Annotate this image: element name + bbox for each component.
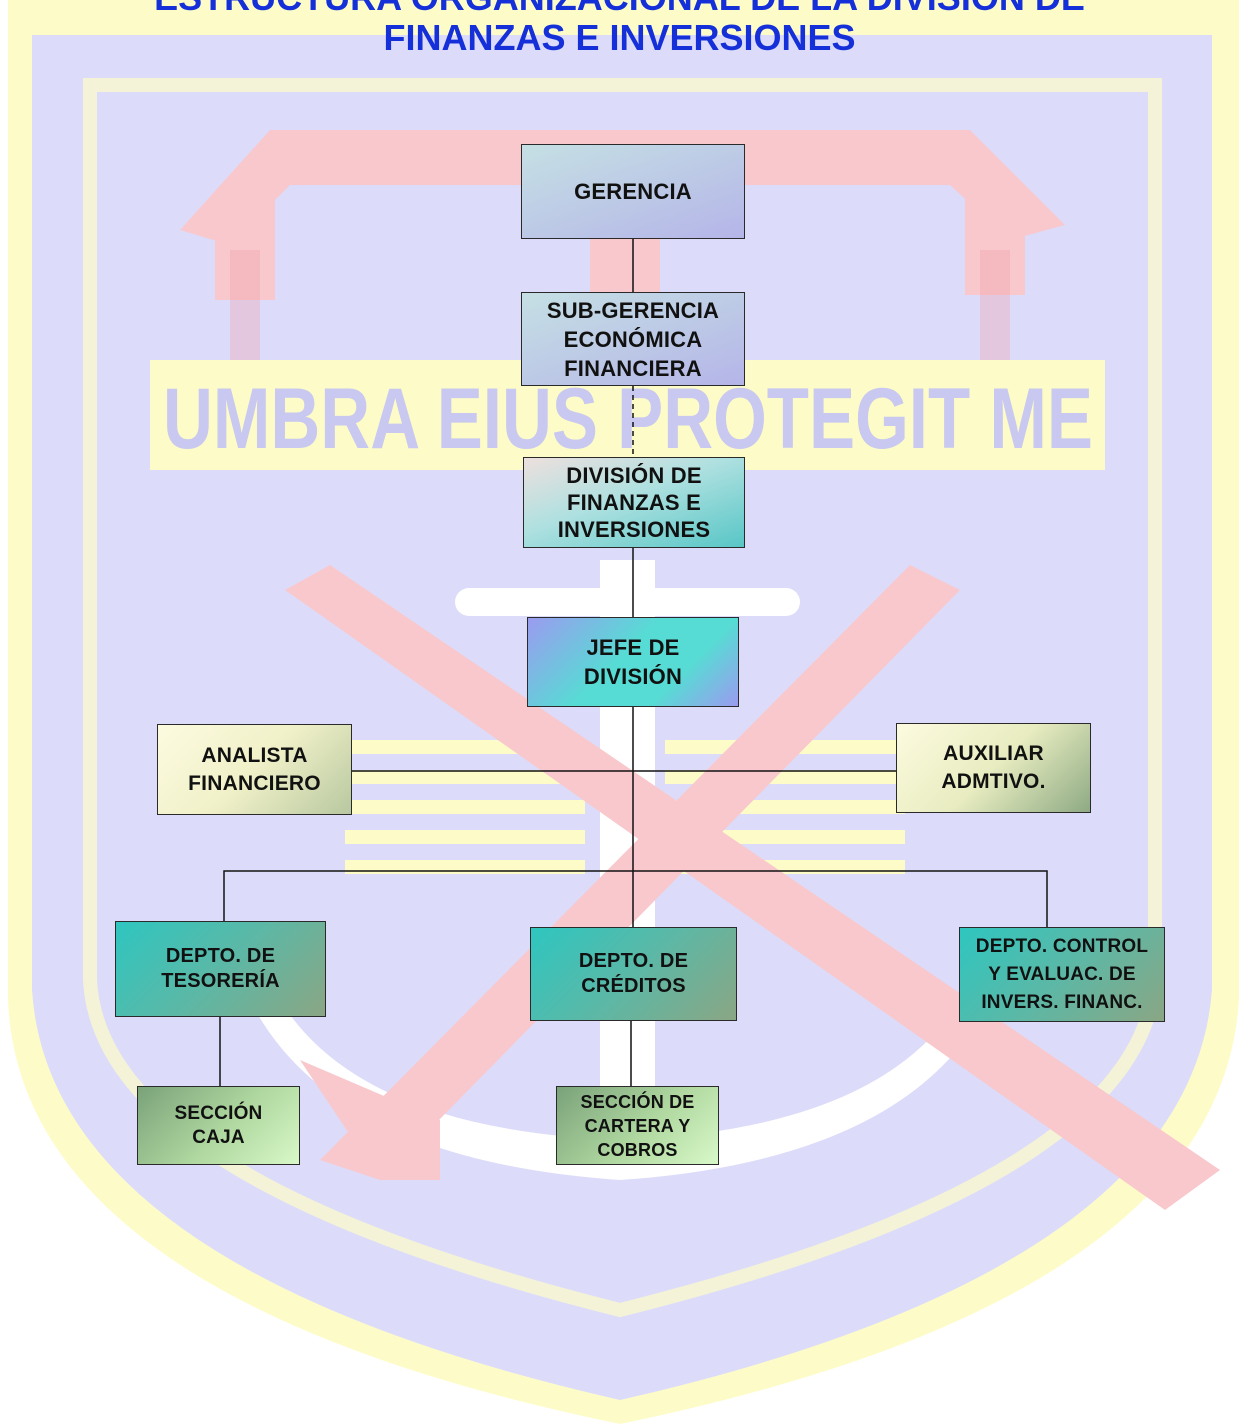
node-division: DIVISIÓN DE FINANZAS E INVERSIONES — [523, 457, 745, 548]
node-control-label: DEPTO. CONTROL Y EVALUAC. DE INVERS. FIN… — [975, 935, 1149, 1013]
emblem-arch — [180, 130, 1065, 245]
node-cartera: SECCIÓN DE CARTERA Y COBROS — [556, 1086, 719, 1165]
diagram-title-line2: FINANZAS E INVERSIONES — [383, 17, 856, 58]
node-control: DEPTO. CONTROL Y EVALUAC. DE INVERS. FIN… — [959, 927, 1165, 1022]
rifle-right — [320, 565, 960, 1180]
node-gerencia: GERENCIA — [521, 144, 745, 239]
node-auxiliar: AUXILIAR ADMTIVO. — [896, 723, 1091, 813]
connector-departments — [223, 870, 1048, 927]
node-creditos-label: DEPTO. DE CRÉDITOS — [578, 950, 689, 997]
node-jefe-label: JEFE DE DIVISIÓN — [583, 635, 683, 689]
node-division-label: DIVISIÓN DE FINANZAS E INVERSIONES — [557, 463, 711, 542]
node-jefe: JEFE DE DIVISIÓN — [527, 617, 739, 707]
diagram-title-line1: ESTRUCTURA ORGANIZACIONAL DE LA DIVISIÓN… — [0, 0, 1239, 18]
node-subgerencia: SUB-GERENCIA ECONÓMICA FINANCIERA — [521, 292, 745, 386]
emblem-post-right — [965, 195, 1025, 295]
node-tesoreria: DEPTO. DE TESORERÍA — [115, 921, 326, 1017]
emblem-post-left — [215, 200, 275, 300]
node-analista-label: ANALISTA FINANCIERO — [188, 743, 321, 795]
watermark-motto-text: UMBRA EIUS PROTEGIT ME — [163, 371, 1093, 467]
rifle-left — [285, 565, 1220, 1210]
node-tesoreria-label: DEPTO. DE TESORERÍA — [161, 945, 280, 992]
node-gerencia-label: GERENCIA — [574, 178, 692, 204]
node-auxiliar-label: AUXILIAR ADMTIVO. — [941, 742, 1046, 793]
node-analista: ANALISTA FINANCIERO — [157, 724, 352, 815]
node-caja: SECCIÓN CAJA — [137, 1086, 300, 1165]
node-subgerencia-label: SUB-GERENCIA ECONÓMICA FINANCIERA — [546, 297, 720, 381]
node-caja-label: SECCIÓN CAJA — [174, 1102, 263, 1148]
node-creditos: DEPTO. DE CRÉDITOS — [530, 927, 737, 1021]
node-cartera-label: SECCIÓN DE CARTERA Y COBROS — [580, 1091, 695, 1160]
